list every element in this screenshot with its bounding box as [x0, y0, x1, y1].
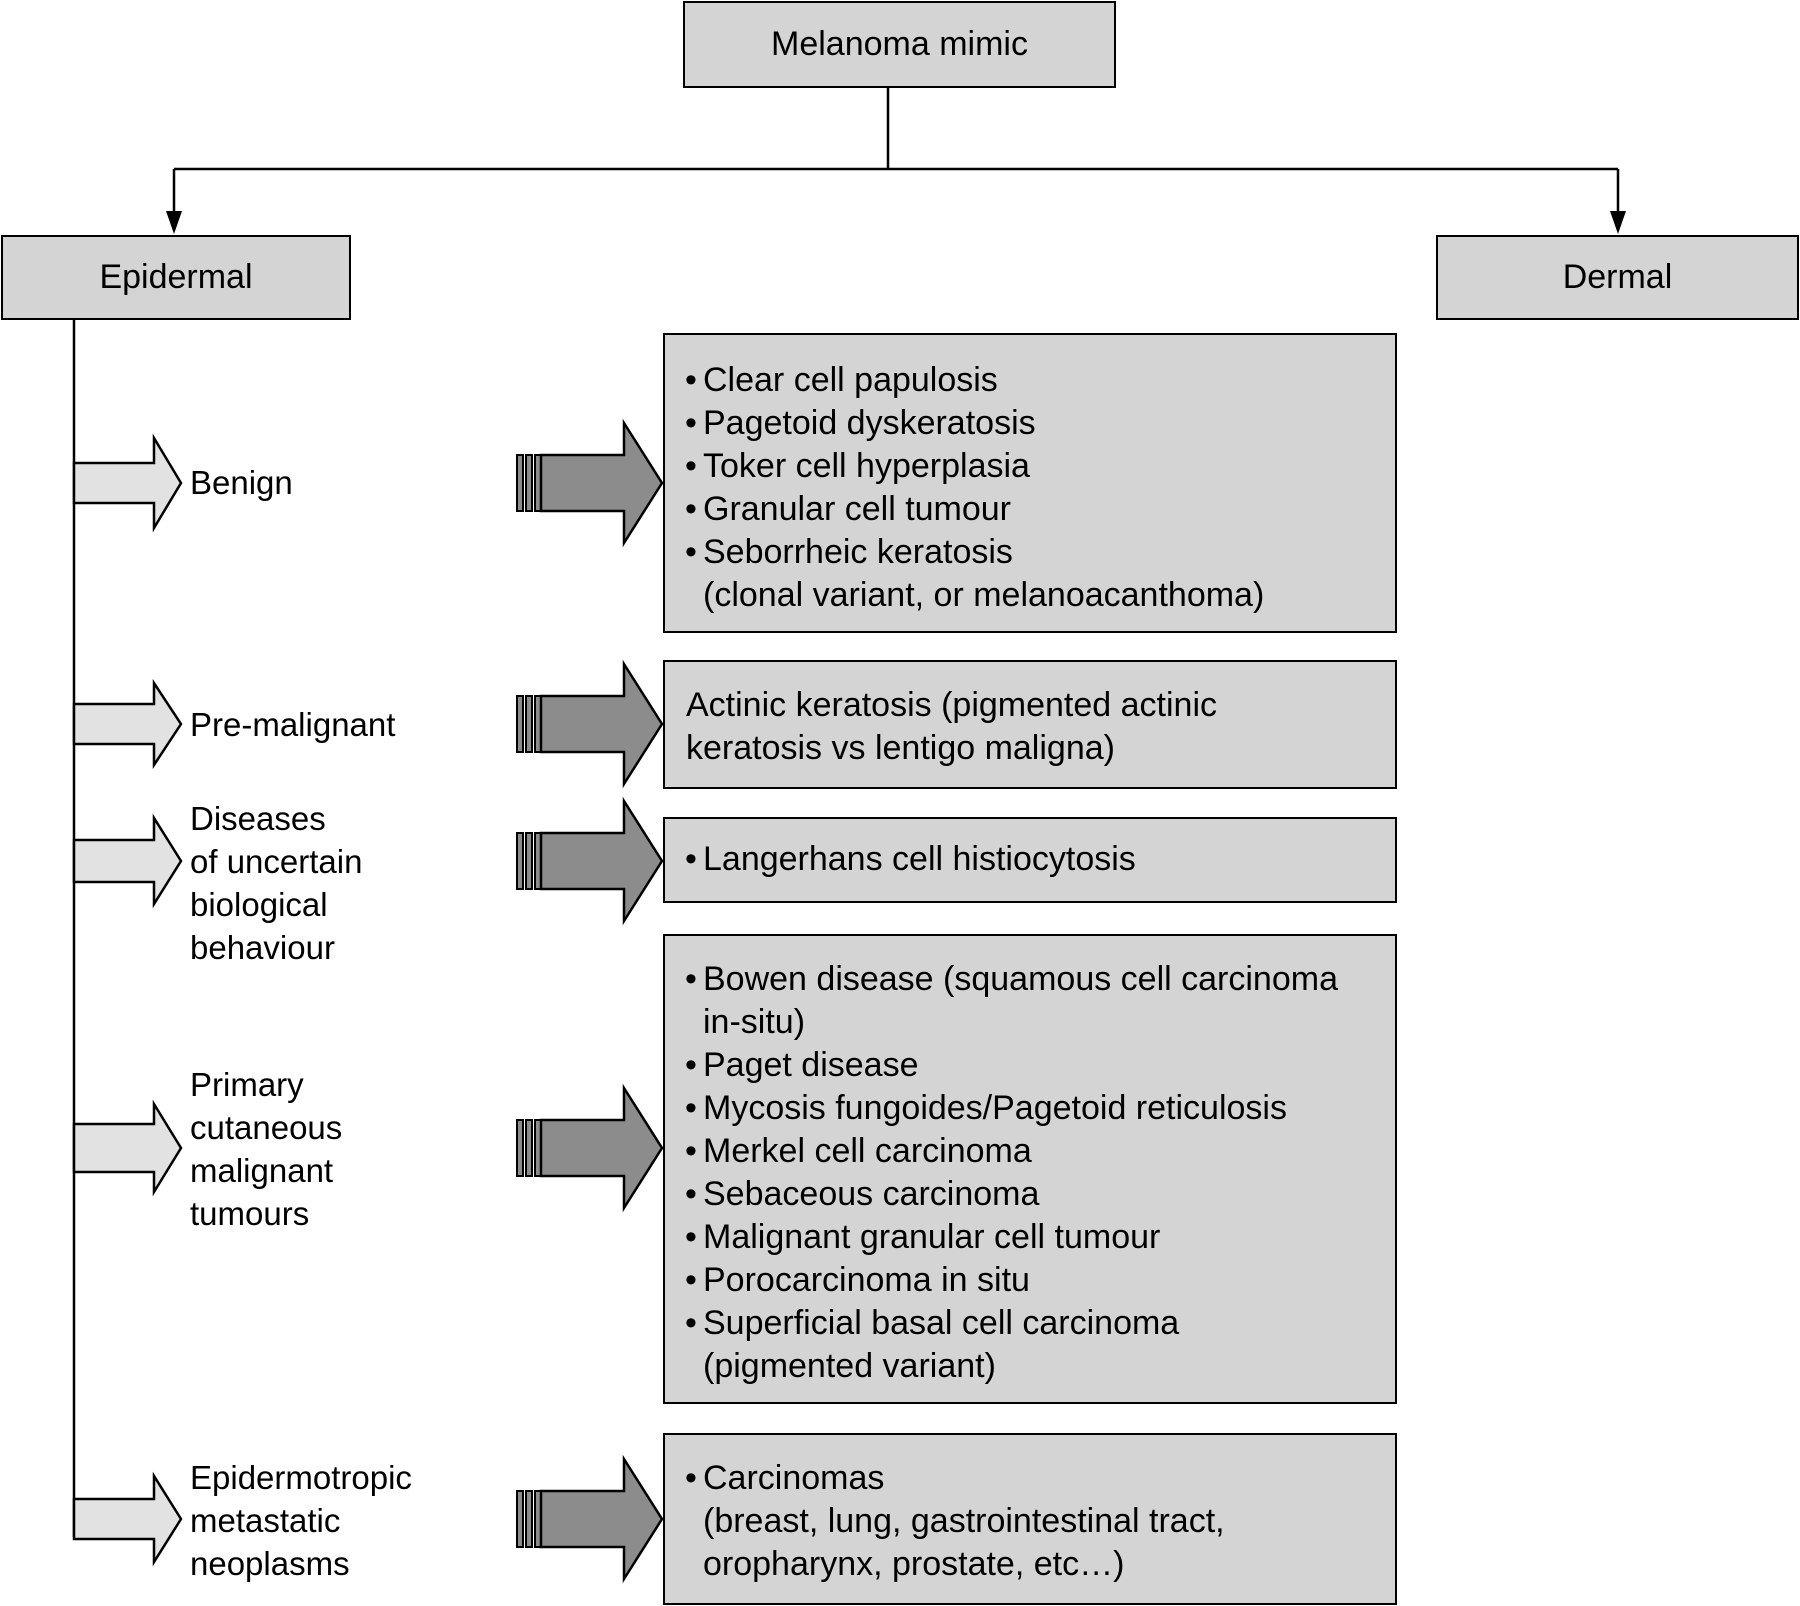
category-label-malignant: Primary cutaneous malignant tumours: [190, 1063, 342, 1235]
category-label-line: neoplasms: [190, 1545, 350, 1582]
list-item: •Carcinomas(breast, lung, gastrointestin…: [685, 1459, 1225, 1583]
category-label-line: Pre-malignant: [190, 706, 396, 743]
category-label-line: of uncertain: [190, 843, 363, 880]
list-item: •Toker cell hyperplasia: [685, 447, 1030, 485]
dermal-label: Dermal: [1562, 258, 1673, 296]
category-label-metastatic: Epidermotropic metastatic neoplasms: [190, 1456, 412, 1585]
uncertain-arrow-icon: [72, 813, 183, 909]
premalignant-arrow-icon: [72, 678, 183, 770]
root-label: Melanoma mimic: [771, 25, 1028, 63]
list-item: •Langerhans cell histiocytosis: [685, 840, 1136, 878]
list-item: •Merkel cell carcinoma: [685, 1132, 1032, 1170]
metastatic-details-box: •Carcinomas(breast, lung, gastrointestin…: [663, 1433, 1397, 1605]
uncertain-details-box: •Langerhans cell histiocytosis: [663, 817, 1397, 903]
malignant-arrow-icon: [72, 1099, 183, 1197]
block-arrow-benign-icon: [516, 418, 664, 548]
details-text-line: Actinic keratosis (pigmented actinic: [686, 686, 1218, 724]
list-item: •Malignant granular cell tumour: [685, 1218, 1161, 1256]
list-item: •Seborrheic keratosis(clonal variant, or…: [685, 533, 1265, 614]
dermal-box: Dermal: [1436, 235, 1799, 320]
category-label-line: Epidermotropic: [190, 1459, 412, 1496]
premalignant-details-box: Actinic keratosis (pigmented actinic ker…: [663, 660, 1397, 789]
list-item: •Sebaceous carcinoma: [685, 1175, 1040, 1213]
block-arrow-premalignant-icon: [516, 659, 664, 789]
category-label-uncertain: Diseases of uncertain biological behavio…: [190, 797, 362, 969]
category-label-premalignant: Pre-malignant: [190, 703, 395, 746]
category-label-line: biological: [190, 886, 328, 923]
epidermal-box: Epidermal: [1, 235, 351, 320]
benign-arrow-icon: [72, 433, 183, 533]
list-item: •Pagetoid dyskeratosis: [685, 404, 1036, 442]
list-item: •Granular cell tumour: [685, 490, 1012, 528]
category-label-line: Diseases: [190, 800, 326, 837]
melanoma-mimic-box: Melanoma mimic: [683, 1, 1116, 88]
benign-details-box: •Clear cell papulosis •Pagetoid dyskerat…: [663, 333, 1397, 633]
list-item: •Mycosis fungoides/Pagetoid reticulosis: [685, 1089, 1287, 1127]
block-arrow-uncertain-icon: [516, 796, 664, 926]
category-label-line: cutaneous: [190, 1109, 343, 1146]
category-label-line: metastatic: [190, 1502, 341, 1539]
category-label-line: behaviour: [190, 929, 335, 966]
category-label-line: Primary: [190, 1066, 304, 1103]
block-arrow-metastatic-icon: [516, 1454, 664, 1584]
epidermal-label: Epidermal: [99, 258, 253, 296]
category-label-line: Benign: [190, 464, 293, 501]
category-label-benign: Benign: [190, 461, 293, 504]
category-label-line: malignant: [190, 1152, 334, 1189]
list-item: •Porocarcinoma in situ: [685, 1261, 1030, 1299]
category-label-line: tumours: [190, 1195, 310, 1232]
list-item: •Paget disease: [685, 1046, 919, 1084]
metastatic-arrow-icon: [72, 1471, 183, 1567]
list-item: •Clear cell papulosis: [685, 361, 998, 399]
details-text-line: keratosis vs lentigo maligna): [686, 729, 1115, 767]
arrowhead-epidermal-icon: [166, 211, 182, 234]
block-arrow-malignant-icon: [516, 1083, 664, 1213]
arrowhead-dermal-icon: [1610, 211, 1626, 234]
list-item: •Superficial basal cell carcinoma(pigmen…: [685, 1304, 1180, 1385]
